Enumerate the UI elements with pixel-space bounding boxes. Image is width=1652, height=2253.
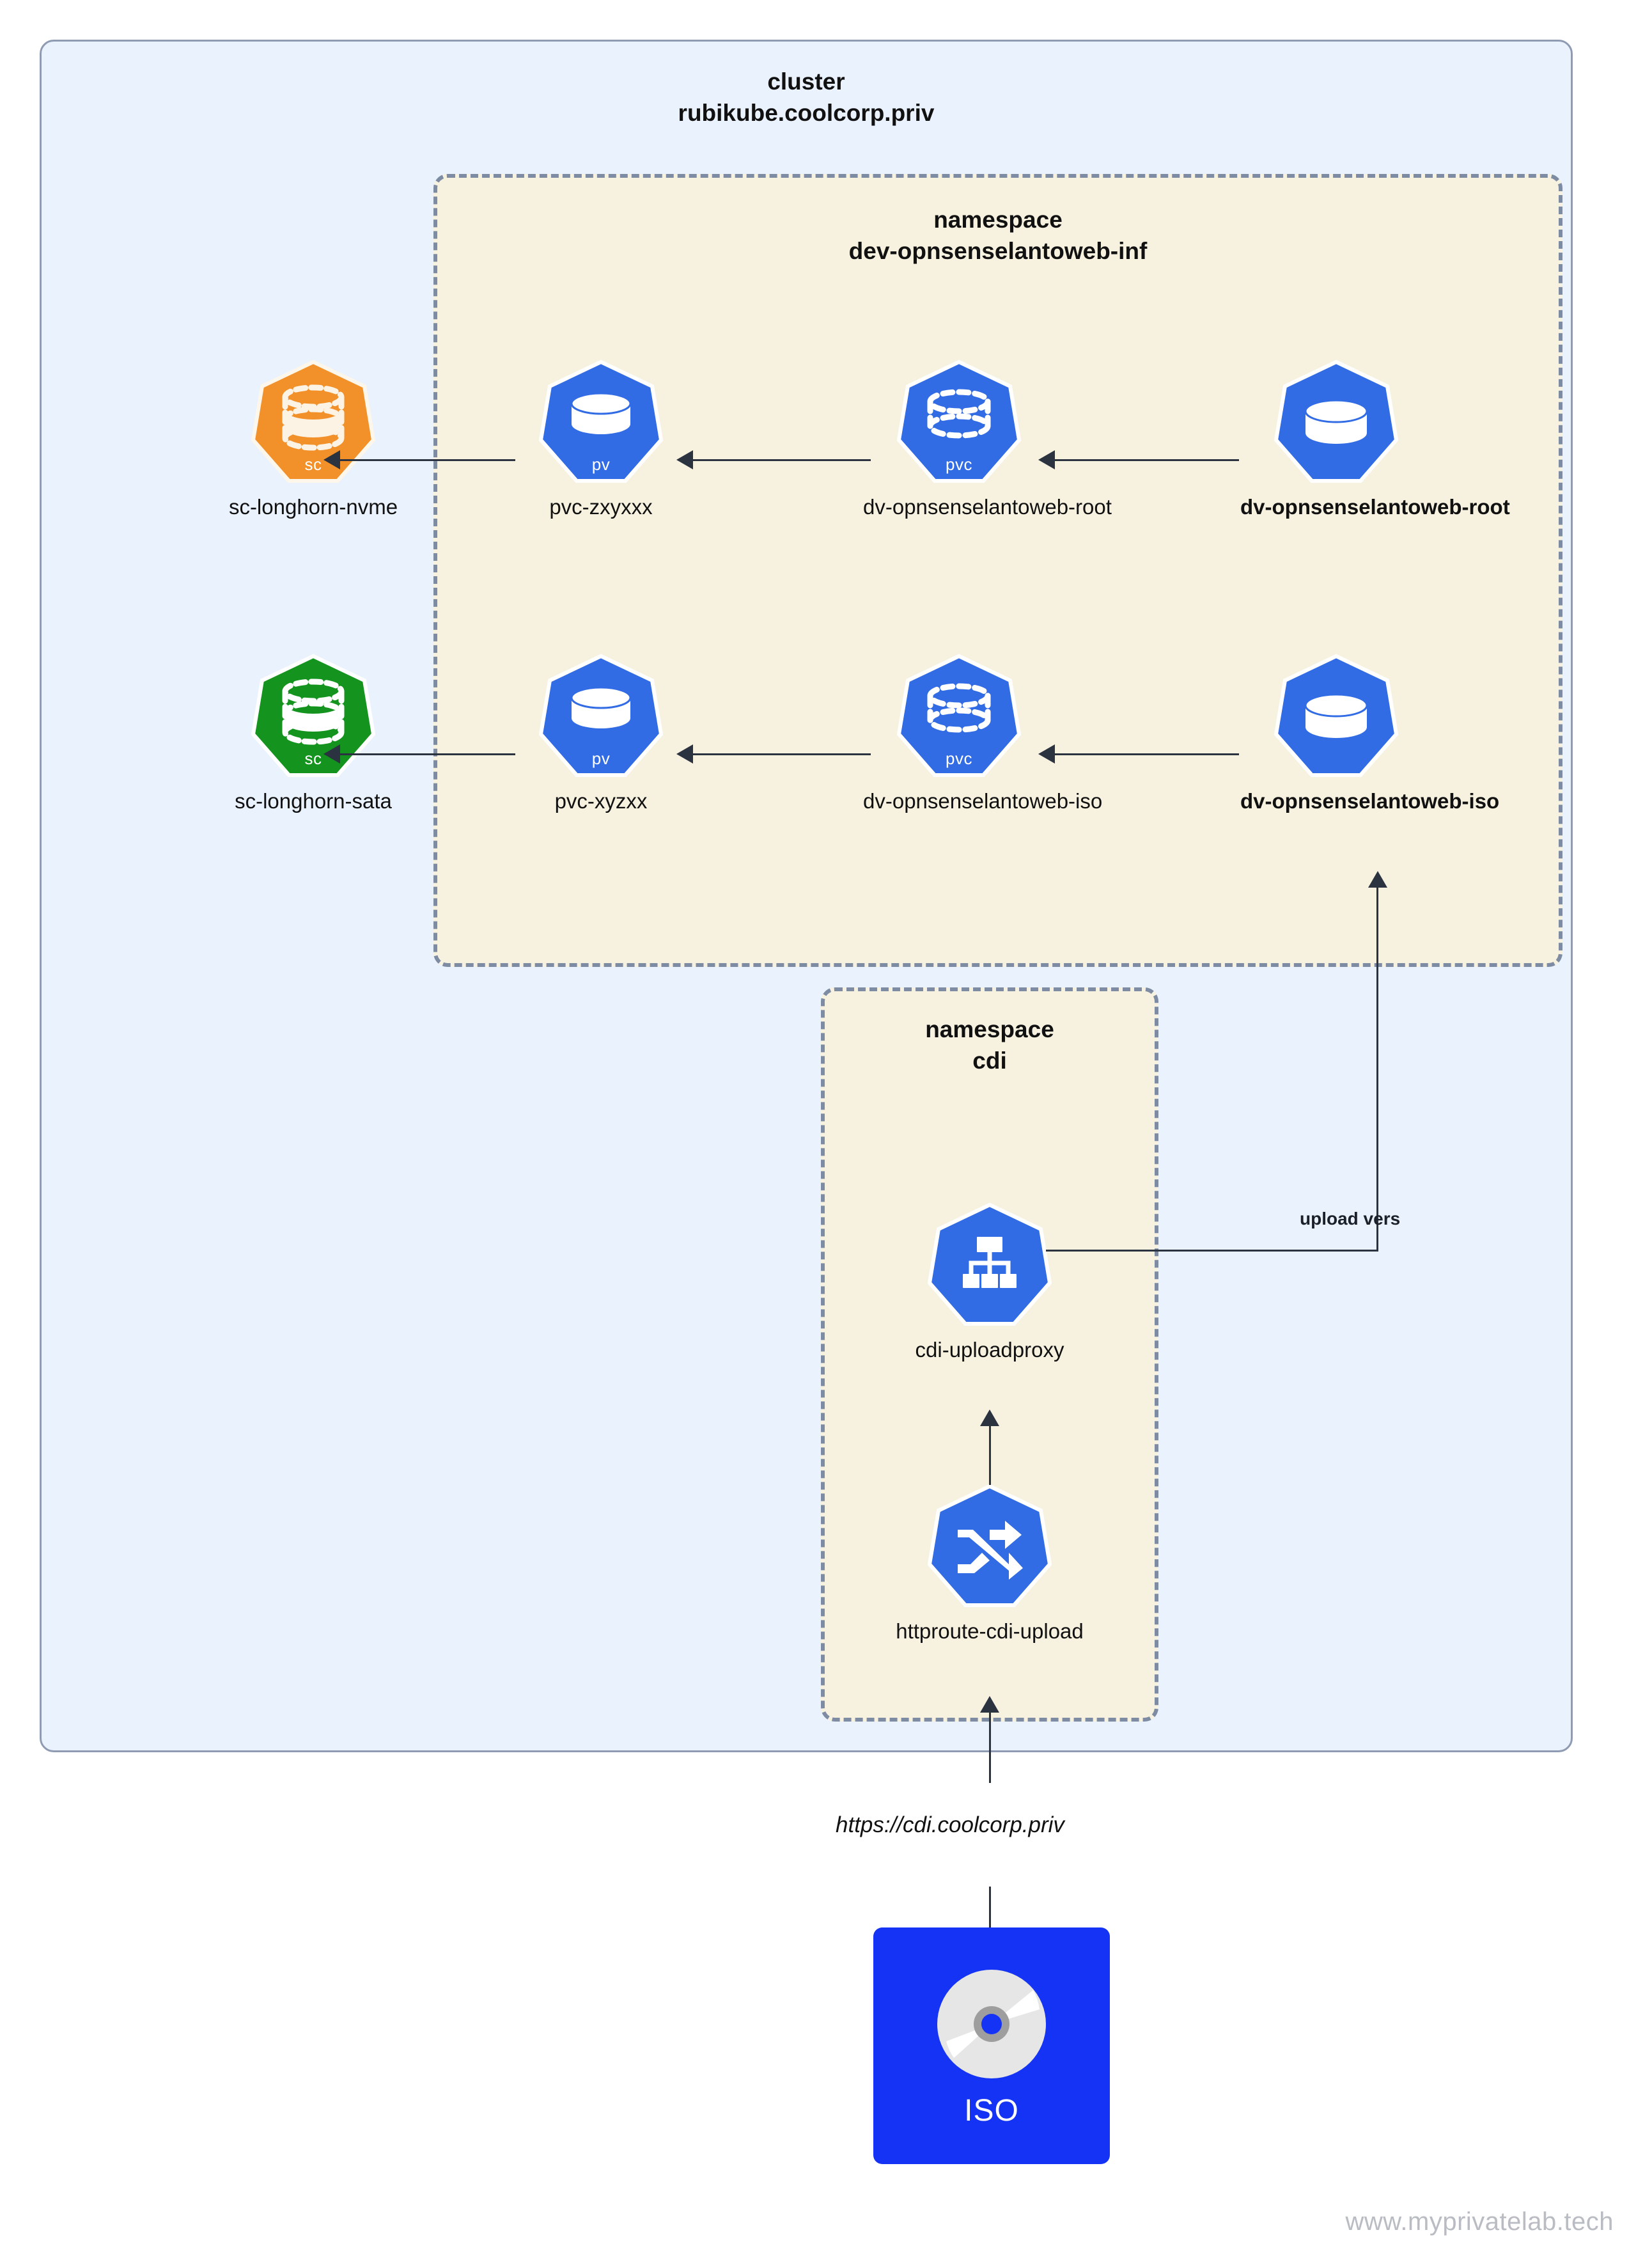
namespace-name: dev-opnsenselantoweb-inf: [848, 237, 1148, 264]
cluster-kind-label: cluster: [767, 68, 845, 95]
node-label: dv-opnsenselantoweb-iso: [1240, 789, 1500, 813]
namespace-title-cdi: namespace cdi: [821, 1014, 1158, 1077]
namespace-boundary-dev-opnsenselantoweb-inf: [433, 174, 1562, 967]
edge-arrowhead: [1368, 871, 1387, 888]
node-label: sc-longhorn-nvme: [228, 495, 398, 519]
watermark: www.myprivatelab.tech: [1345, 2208, 1614, 2236]
node-pvc-zxyxxx[interactable]: pv pvc-zxyxxx: [505, 358, 697, 520]
storageclass-icon: sc: [249, 358, 377, 486]
node-label: dv-opnsenselantoweb-root: [1240, 495, 1510, 519]
persistentvolumeclaim-tag: pvc: [946, 455, 972, 474]
edge-arrowhead: [676, 744, 693, 764]
storageclass-tag: sc: [304, 749, 322, 768]
namespace-title-dev-opnsenselantoweb-inf: namespace dev-opnsenselantoweb-inf: [433, 205, 1562, 267]
node-label: cdi-uploadproxy: [915, 1338, 1064, 1362]
heptagon-shape: [896, 359, 1022, 483]
node-label: sc-longhorn-sata: [235, 789, 392, 813]
cluster-title: cluster rubikube.coolcorp.priv: [40, 67, 1573, 129]
namespace-name: cdi: [972, 1047, 1007, 1074]
heptagon-shape: [896, 654, 1022, 777]
persistentvolume-icon: pv: [537, 652, 665, 780]
node-pvc-dv-opnsenselantoweb-root[interactable]: pvc dv-opnsenselantoweb-root: [863, 358, 1112, 520]
edge-label-entry-url: https://cdi.coolcorp.priv: [836, 1812, 1064, 1837]
edge-pvc-to-pv-root: [692, 459, 871, 461]
edge-arrowhead: [980, 1409, 999, 1426]
edge-arrowhead: [1038, 744, 1055, 764]
datavolume-icon: [1272, 358, 1400, 486]
datavolume-cylinder-glyph: [1272, 652, 1400, 780]
edge-arrowhead: [676, 450, 693, 469]
storageclass-tag: sc: [304, 455, 322, 474]
route-crossing-arrows-glyph: [926, 1482, 1054, 1610]
storageclass-cylinder-glyph: [249, 652, 377, 780]
node-sc-longhorn-nvme[interactable]: sc sc-longhorn-nvme: [217, 358, 409, 520]
persistentvolumeclaim-tag: pvc: [946, 749, 972, 768]
namespace-kind-label: namespace: [925, 1016, 1054, 1042]
edge-dv-to-pvc-root: [1054, 459, 1239, 461]
node-httproute-cdi-upload[interactable]: httproute-cdi-upload: [894, 1482, 1086, 1644]
edge-arrowhead: [323, 744, 340, 764]
persistentvolumeclaim-icon: pvc: [895, 652, 1023, 780]
claim-dashed-cylinder-glyph: [895, 358, 1023, 486]
edge-arrowhead: [323, 450, 340, 469]
edge-iso-to-httproute-upper: [989, 1713, 991, 1783]
node-label: dv-opnsenselantoweb-root: [863, 495, 1112, 519]
edge-iso-to-httproute-lower: [989, 1887, 991, 1966]
node-datavolume-dv-opnsenselantoweb-root[interactable]: dv-opnsenselantoweb-root: [1240, 358, 1510, 520]
storageclass-icon: sc: [249, 652, 377, 780]
storageclass-cylinder-glyph: [249, 358, 377, 486]
edge-arrowhead: [980, 1696, 999, 1713]
node-label: pvc-zxyxxx: [549, 495, 653, 519]
datavolume-cylinder-glyph: [1272, 358, 1400, 486]
persistentvolume-tag: pv: [591, 749, 611, 768]
edge-pv-to-sc-sata: [339, 753, 515, 755]
edge-label-upload-vers: upload vers: [1300, 1209, 1401, 1229]
node-datavolume-dv-opnsenselantoweb-iso[interactable]: dv-opnsenselantoweb-iso: [1240, 652, 1500, 814]
persistentvolume-icon: pv: [537, 358, 665, 486]
node-pvc-xyzxx[interactable]: pv pvc-xyzxx: [505, 652, 697, 814]
iso-label: ISO: [964, 2094, 1019, 2128]
persistentvolumeclaim-icon: pvc: [895, 358, 1023, 486]
edge-pvc-to-pv-iso: [692, 753, 871, 755]
volume-cylinder-glyph: [537, 358, 665, 486]
datavolume-icon: [1272, 652, 1400, 780]
service-topology-glyph: [926, 1201, 1054, 1329]
edge-pv-to-sc-nvme: [339, 459, 515, 461]
service-icon: [926, 1201, 1054, 1329]
claim-dashed-cylinder-glyph: [895, 652, 1023, 780]
heptagon-shape: [927, 1484, 1052, 1607]
node-label: dv-opnsenselantoweb-iso: [863, 789, 1103, 813]
httproute-icon: [926, 1482, 1054, 1610]
node-label: httproute-cdi-upload: [896, 1619, 1084, 1643]
node-label: pvc-xyzxx: [554, 789, 648, 813]
edge-uploadproxy-to-dv-iso-vertical: [1376, 888, 1378, 1251]
edge-arrowhead: [1038, 450, 1055, 469]
node-sc-longhorn-sata[interactable]: sc sc-longhorn-sata: [217, 652, 409, 814]
namespace-kind-label: namespace: [933, 207, 1063, 233]
iso-disc-icon: [931, 1963, 1052, 2088]
iso-source-tile[interactable]: ISO: [873, 1927, 1110, 2164]
persistentvolume-tag: pv: [591, 455, 611, 474]
edge-uploadproxy-to-dv-iso-horizontal: [1046, 1250, 1378, 1252]
cluster-name: rubikube.coolcorp.priv: [678, 99, 935, 126]
edge-dv-to-pvc-iso: [1054, 753, 1239, 755]
node-pvc-dv-opnsenselantoweb-iso[interactable]: pvc dv-opnsenselantoweb-iso: [863, 652, 1103, 814]
volume-cylinder-glyph: [537, 652, 665, 780]
node-cdi-uploadproxy[interactable]: cdi-uploadproxy: [894, 1201, 1086, 1363]
edge-httproute-to-uploadproxy: [989, 1426, 991, 1485]
